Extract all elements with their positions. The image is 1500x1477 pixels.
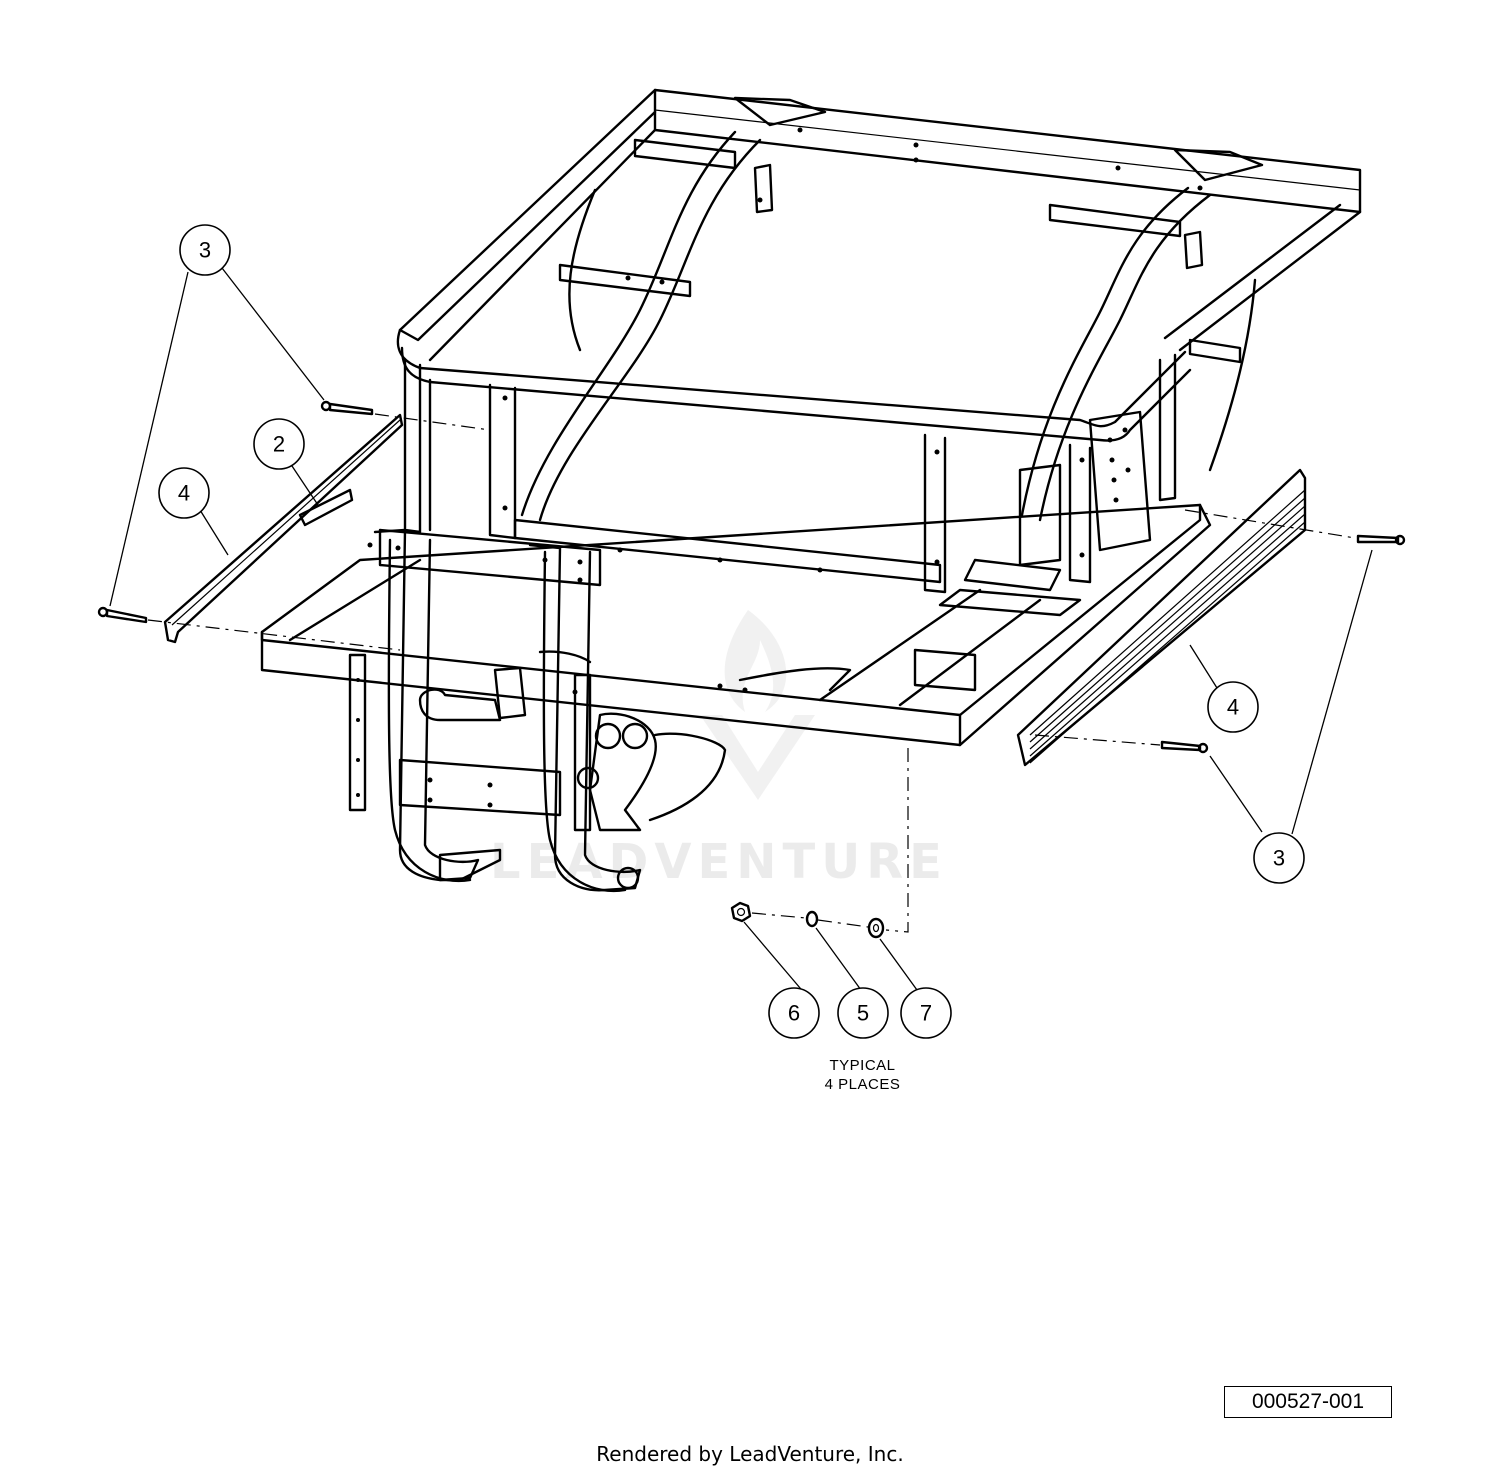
note-line-1: TYPICAL xyxy=(829,1057,896,1074)
callout-label: 2 xyxy=(273,432,285,457)
side-trim-strip-left xyxy=(163,413,404,644)
callout-5: 5 xyxy=(837,987,889,1039)
callout-7: 7 xyxy=(900,987,952,1039)
lock-washer xyxy=(805,910,819,928)
callout-label: 3 xyxy=(199,238,211,263)
typical-note: TYPICAL 4 PLACES xyxy=(780,1056,945,1094)
carriage-bolt-right-bottom xyxy=(1160,740,1209,754)
drawing-number-box: 000527-001 xyxy=(1224,1386,1392,1418)
watermark: LEADVENTURE xyxy=(490,610,948,890)
carriage-bolt-right-top xyxy=(1356,534,1406,546)
side-trim-strip-right xyxy=(1016,468,1307,767)
leader-lines xyxy=(109,267,1373,996)
callout-label: 7 xyxy=(920,1001,932,1026)
carriage-bolt-top-left xyxy=(320,400,374,416)
note-line-2: 4 PLACES xyxy=(824,1076,901,1093)
callout-2: 2 xyxy=(253,418,305,470)
carriage-bolt-left xyxy=(97,606,148,624)
callout-4-left: 4 xyxy=(158,467,210,519)
callout-3-bottom-right: 3 xyxy=(1253,832,1305,884)
assembly-centerlines xyxy=(147,413,1356,933)
callout-label: 3 xyxy=(1273,846,1285,871)
hex-nut xyxy=(730,901,752,923)
callout-4-right: 4 xyxy=(1207,681,1259,733)
callout-6: 6 xyxy=(768,987,820,1039)
cargo-frame xyxy=(260,88,1362,893)
callout-label: 4 xyxy=(178,481,190,506)
watermark-text: LEADVENTURE xyxy=(490,834,948,890)
callout-label: 6 xyxy=(788,1001,800,1026)
decal-label xyxy=(298,488,354,527)
flat-washer xyxy=(867,917,885,939)
footer-credit: Rendered by LeadVenture, Inc. xyxy=(596,1442,904,1466)
callout-label: 5 xyxy=(857,1001,869,1026)
callout-3-top-left: 3 xyxy=(179,224,231,276)
callout-label: 4 xyxy=(1227,695,1239,720)
